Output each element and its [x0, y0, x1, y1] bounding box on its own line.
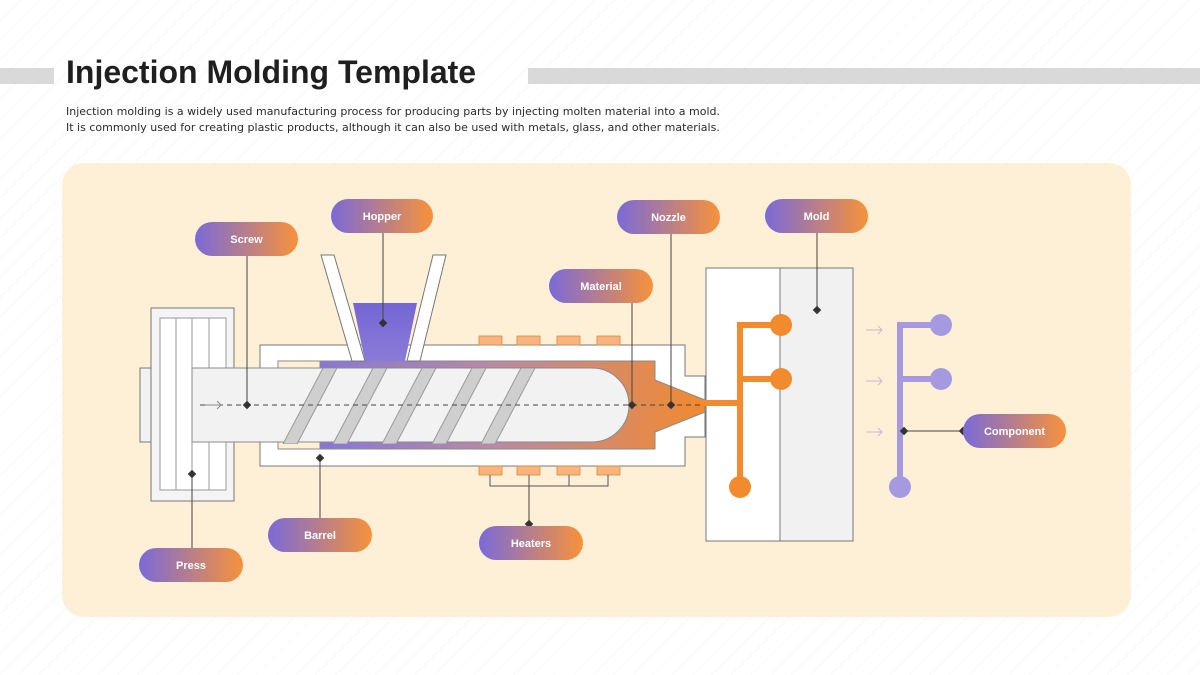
description-line-1: Injection molding is a widely used manuf… [66, 105, 720, 118]
page-title: Injection Molding Template [66, 54, 477, 90]
label-heaters: Heaters [479, 526, 583, 560]
label-material: Material [549, 269, 653, 303]
arrow-right-icon [866, 325, 883, 437]
molded-component [889, 314, 952, 498]
label-component-text: Component [984, 426, 1045, 438]
screw [191, 367, 630, 444]
label-nozzle: Nozzle [617, 200, 720, 234]
heaters [478, 335, 621, 487]
title-bar-right [528, 68, 1200, 84]
description-line-2: It is commonly used for creating plastic… [66, 121, 720, 134]
label-material-text: Material [580, 281, 622, 293]
label-component: Component [963, 414, 1066, 448]
label-press-text: Press [176, 560, 206, 572]
label-screw-text: Screw [230, 234, 263, 246]
label-mold: Mold [765, 199, 868, 233]
mold-cavities [729, 314, 792, 498]
label-barrel: Barrel [268, 518, 372, 552]
label-screw: Screw [195, 222, 298, 256]
hopper [320, 254, 447, 362]
page-description: Injection molding is a widely used manuf… [66, 104, 886, 136]
title-bar-left [0, 68, 54, 84]
label-mold-text: Mold [804, 211, 830, 223]
arrow-right-icon [205, 400, 222, 410]
label-heaters-text: Heaters [511, 538, 551, 550]
label-hopper-text: Hopper [363, 211, 402, 223]
label-nozzle-text: Nozzle [651, 212, 686, 224]
label-hopper: Hopper [331, 199, 433, 233]
label-press: Press [139, 548, 243, 582]
label-barrel-text: Barrel [304, 530, 336, 542]
